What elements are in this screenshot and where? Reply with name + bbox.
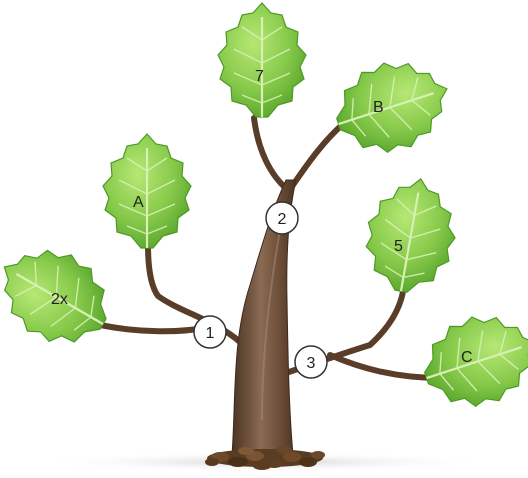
leaf-B-label: B: [373, 99, 384, 116]
branch-to-B: [293, 125, 342, 185]
node-1: 1: [194, 316, 226, 348]
branch-to-C: [330, 355, 440, 378]
leaf-C-label: C: [461, 349, 473, 366]
leaf-icon: [103, 134, 191, 248]
leaf-icon: [325, 47, 461, 166]
leaf-icon: [218, 3, 306, 117]
node-2: 2: [266, 202, 298, 234]
leaf-5-label: 5: [394, 238, 403, 255]
node-label: 3: [307, 355, 316, 372]
node-label: 2: [278, 211, 287, 228]
leaf-label: 7: [255, 68, 264, 85]
leaf-A-label: A: [133, 194, 144, 211]
branch-to-7: [254, 118, 288, 190]
leaf-5: [358, 171, 464, 299]
leaf-B: [325, 47, 461, 166]
leaf-icon: [358, 171, 464, 299]
node-3: 3: [295, 346, 327, 378]
leaf-2x-label: 2x: [51, 291, 68, 308]
leaf-7: 7: [218, 3, 306, 117]
node-label: 1: [206, 325, 215, 342]
leaf-A: [103, 134, 191, 248]
